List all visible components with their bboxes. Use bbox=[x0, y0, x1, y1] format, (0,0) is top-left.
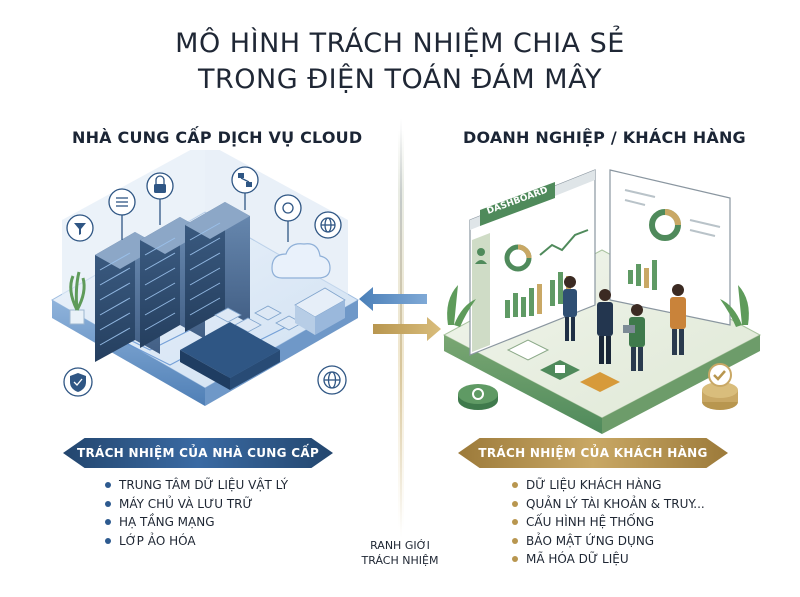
checklist-icon bbox=[506, 339, 550, 361]
bullet-icon bbox=[512, 500, 518, 507]
bullet-icon bbox=[105, 500, 111, 507]
list-item: LỚP ẢO HÓA bbox=[103, 532, 288, 551]
provider-datacenter-illustration bbox=[50, 150, 360, 406]
checkmark-icon bbox=[702, 363, 738, 410]
bullet-icon bbox=[512, 556, 518, 562]
person-figures bbox=[563, 276, 686, 371]
list-item: MÃ HÓA DỮ LIỆU bbox=[510, 550, 710, 569]
customer-responsibility-list: DỮ LIỆU KHÁCH HÀNG QUẢN LÝ TÀI KHOẢN & T… bbox=[510, 476, 710, 569]
list-item: TRUNG TÂM DỮ LIỆU VẬT LÝ bbox=[103, 476, 288, 495]
gear-icon bbox=[458, 384, 498, 410]
list-item: QUẢN LÝ TÀI KHOẢN & TRUY... bbox=[510, 495, 710, 514]
cloud-icon bbox=[271, 243, 331, 279]
page-title-line-2: TRONG ĐIỆN TOÁN ĐÁM MÂY bbox=[198, 64, 602, 95]
globe-icon bbox=[317, 365, 347, 395]
provider-heading: NHÀ CUNG CẤP DỊCH VỤ CLOUD bbox=[72, 128, 363, 147]
customer-responsibility-banner: TRÁCH NHIỆM CỦA KHÁCH HÀNG bbox=[458, 438, 728, 468]
bullet-icon bbox=[105, 537, 111, 544]
exchange-arrows-icon bbox=[359, 287, 441, 341]
bullet-icon bbox=[512, 519, 518, 525]
gear-icon bbox=[274, 194, 302, 242]
network-icon bbox=[231, 166, 259, 210]
lock-icon bbox=[146, 172, 174, 225]
bullet-icon bbox=[512, 482, 518, 488]
customer-dashboard-illustration: DASHBOARD bbox=[442, 169, 762, 434]
globe-icon bbox=[314, 211, 342, 239]
boundary-label-line-2: TRÁCH NHIỆM bbox=[361, 554, 439, 567]
list-item: BẢO MẬT ỨNG DỤNG bbox=[510, 532, 710, 551]
plant-decoration bbox=[69, 271, 86, 325]
money-icon bbox=[580, 372, 620, 392]
filter-icon bbox=[66, 214, 94, 242]
donut-chart-icon bbox=[504, 244, 532, 272]
bullet-icon bbox=[105, 482, 111, 488]
list-item: CẤU HÌNH HỆ THỐNG bbox=[510, 513, 710, 532]
bullet-icon bbox=[105, 519, 111, 525]
list-item: HẠ TẦNG MẠNG bbox=[103, 513, 288, 532]
provider-responsibility-list: TRUNG TÂM DỮ LIỆU VẬT LÝ MÁY CHỦ VÀ LƯU … bbox=[103, 476, 288, 550]
shield-check-icon bbox=[63, 367, 93, 397]
document-list-icon bbox=[108, 188, 136, 240]
provider-responsibility-banner: TRÁCH NHIỆM CỦA NHÀ CUNG CẤP bbox=[63, 438, 333, 468]
donut-chart-icon bbox=[649, 209, 681, 241]
page-title-line-1: MÔ HÌNH TRÁCH NHIỆM CHIA SẺ bbox=[175, 28, 625, 59]
list-item: DỮ LIỆU KHÁCH HÀNG bbox=[510, 476, 710, 495]
bullet-icon bbox=[512, 537, 518, 544]
person-icon bbox=[475, 248, 487, 264]
lock-icon bbox=[540, 360, 580, 380]
server-rack-icon bbox=[95, 202, 250, 362]
boundary-label-line-1: RANH GIỚI bbox=[370, 539, 430, 552]
list-item: MÁY CHỦ VÀ LƯU TRỮ bbox=[103, 495, 288, 514]
customer-heading: DOANH NGHIỆP / KHÁCH HÀNG bbox=[463, 128, 746, 147]
